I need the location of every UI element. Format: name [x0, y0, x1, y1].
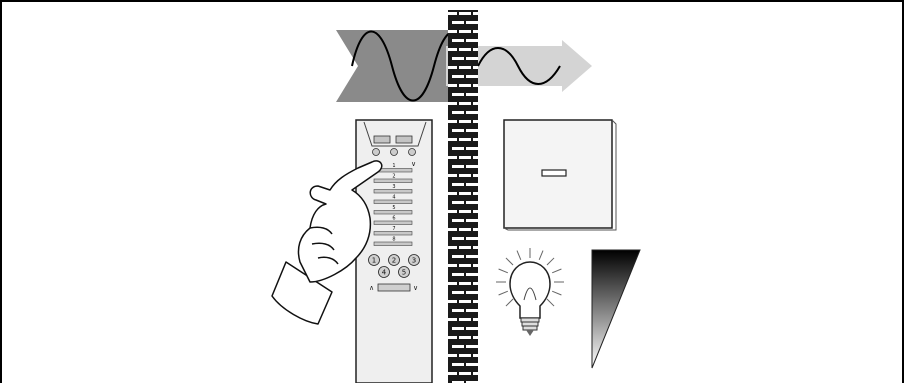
- number-button-label: 5: [402, 269, 406, 277]
- light-ray: [551, 268, 562, 274]
- bottom-up-symbol: ∧: [369, 284, 374, 292]
- channel-button[interactable]: [373, 189, 413, 194]
- channel-label: 3: [392, 184, 395, 190]
- light-ray: [498, 268, 509, 274]
- number-button-label: 4: [382, 269, 387, 277]
- channel-button[interactable]: [373, 210, 413, 215]
- number-button[interactable]: [378, 266, 390, 278]
- pointing-hand-icon: [271, 160, 383, 325]
- brick-wall-icon: [448, 10, 478, 383]
- dimmer-gradient-icon: [591, 249, 641, 369]
- light-ray: [516, 250, 522, 261]
- channel-down-symbol: ∨: [411, 160, 416, 168]
- number-button-label: 2: [392, 257, 396, 265]
- channel-button[interactable]: [373, 199, 413, 204]
- bottom-down-symbol: ∨: [413, 284, 418, 292]
- receiver-box-icon: [503, 119, 617, 231]
- channel-label: 6: [392, 216, 395, 222]
- light-ray: [546, 298, 555, 307]
- number-button[interactable]: [368, 254, 380, 266]
- light-ray: [505, 257, 514, 266]
- light-ray: [505, 298, 514, 307]
- received-signal-arrow: [446, 40, 592, 92]
- number-button-label: 3: [412, 257, 416, 265]
- number-button-label: 1: [372, 257, 376, 265]
- channel-label: 7: [392, 226, 395, 232]
- number-button[interactable]: [408, 254, 420, 266]
- number-button[interactable]: [388, 254, 400, 266]
- light-bulb-icon: [496, 248, 564, 336]
- light-ray: [498, 290, 509, 296]
- light-ray: [538, 250, 544, 261]
- light-ray: [546, 257, 555, 266]
- channel-button[interactable]: [373, 231, 413, 236]
- channel-button[interactable]: [373, 241, 413, 246]
- channel-label: 5: [392, 205, 395, 211]
- channel-label: 8: [392, 237, 395, 243]
- channel-button[interactable]: [373, 220, 413, 225]
- channel-label: 1: [392, 163, 395, 169]
- channel-button[interactable]: [373, 178, 413, 183]
- channel-label: 4: [392, 195, 395, 201]
- channel-label: 2: [392, 174, 395, 180]
- number-button[interactable]: [398, 266, 410, 278]
- light-ray: [551, 290, 562, 296]
